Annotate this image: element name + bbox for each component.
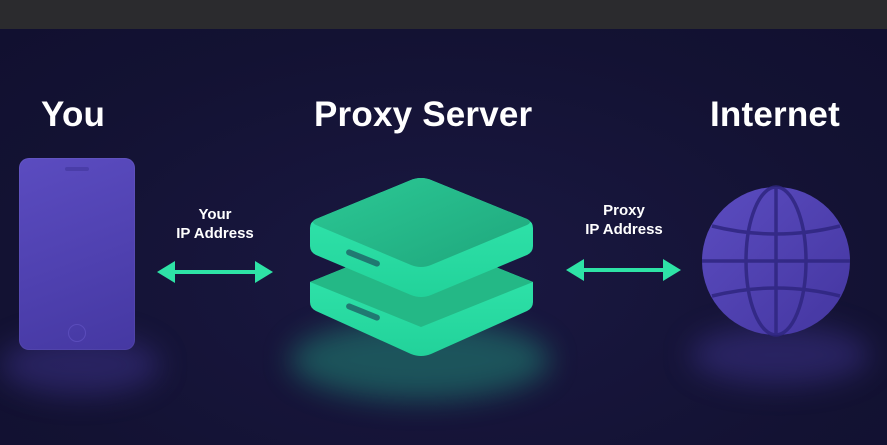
server-unit-upper bbox=[310, 178, 533, 297]
double-arrow-icon-right bbox=[566, 259, 681, 281]
globe-icon bbox=[702, 185, 850, 337]
double-arrow-icon-left bbox=[157, 261, 273, 283]
caption-proxy-ip-line2: IP Address bbox=[585, 221, 663, 238]
caption-your-ip-line1: Your bbox=[198, 206, 232, 223]
smartphone-icon bbox=[19, 158, 135, 350]
caption-your-ip: Your IP Address bbox=[150, 205, 280, 243]
top-bar bbox=[0, 0, 887, 29]
caption-your-ip-line2: IP Address bbox=[176, 225, 254, 242]
heading-proxy-server: Proxy Server bbox=[314, 95, 533, 134]
caption-proxy-ip: Proxy IP Address bbox=[560, 201, 688, 239]
heading-you: You bbox=[41, 95, 106, 134]
server-stack-icon bbox=[310, 178, 533, 356]
phone-speaker bbox=[65, 167, 89, 171]
caption-proxy-ip-line1: Proxy bbox=[603, 202, 645, 219]
phone-home-button bbox=[68, 324, 86, 342]
heading-internet: Internet bbox=[710, 95, 840, 134]
